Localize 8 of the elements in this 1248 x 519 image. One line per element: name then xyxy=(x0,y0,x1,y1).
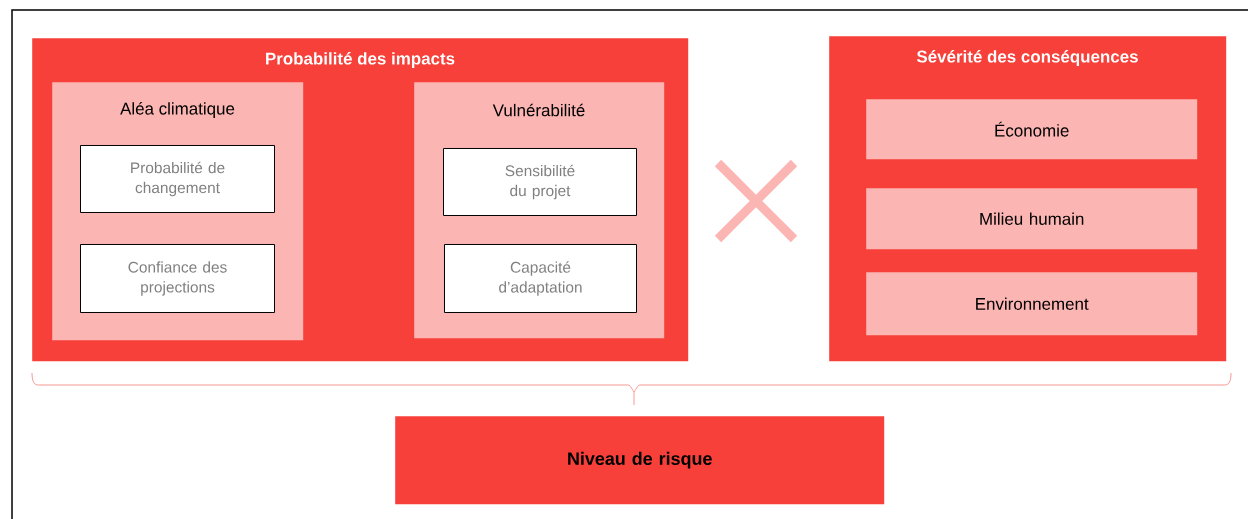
factor-box: Capacité d’adaptation xyxy=(444,244,637,313)
factor-box: Sensibilité du projet xyxy=(443,148,637,216)
factor-box: Probabilité de changement xyxy=(80,145,275,213)
category-box: Environnement xyxy=(866,272,1198,336)
factor-box: Confiance des projections xyxy=(80,244,275,313)
category-box: Milieu humain xyxy=(866,188,1198,250)
result-box: Niveau de risque xyxy=(395,416,885,505)
category-box: Économie xyxy=(866,99,1198,160)
